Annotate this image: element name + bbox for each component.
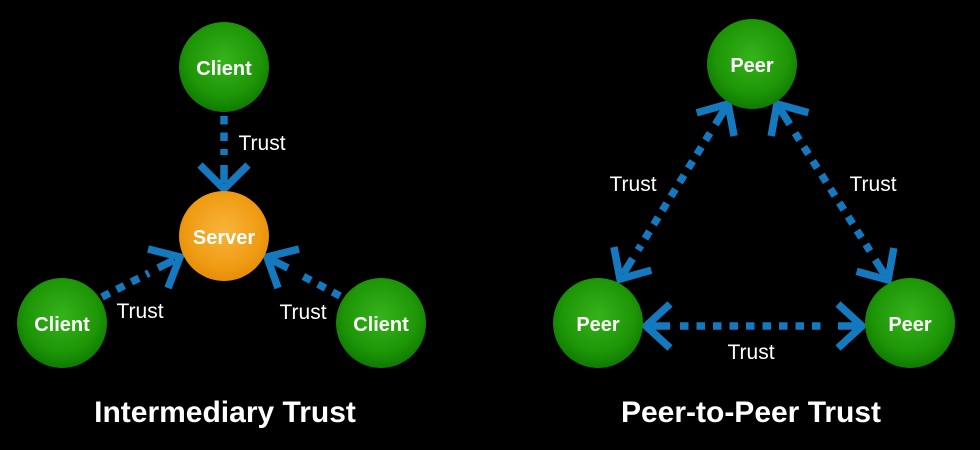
- peer-to-peer-trust-title: Peer-to-Peer Trust: [621, 396, 881, 429]
- client-top-circle: [179, 22, 269, 112]
- peer-top-circle: [707, 19, 797, 109]
- arrowhead-up-icon: [767, 99, 810, 137]
- dashed-line: [295, 269, 342, 300]
- peer-bottom-right-node: Peer: [865, 278, 955, 368]
- client-bottom-left-node: Client: [17, 278, 107, 368]
- trust-label-top-client-to-server: Trust: [238, 132, 285, 155]
- peer-bottom-left-node: Peer: [553, 278, 643, 368]
- arrowhead-down-icon: [855, 247, 898, 285]
- trust-arrow-bottom-right-client-to-server: [262, 245, 342, 300]
- trust-label-bottom-edge: Trust: [727, 341, 774, 364]
- trust-arrow-bottom-peers: [640, 301, 868, 351]
- trust-label-bottom-left-client-to-server: Trust: [116, 300, 163, 323]
- arrowhead-stub: [270, 256, 290, 272]
- arrowhead-stub-bottom: [872, 257, 888, 277]
- dashed-line: [100, 269, 151, 301]
- arrowhead-stub-top: [712, 107, 728, 127]
- arrowhead-right-icon: [835, 301, 868, 351]
- arrowhead-down-icon: [610, 246, 653, 284]
- arrowhead-up-right-icon: [147, 245, 186, 290]
- peer-bottom-right-label: Peer: [888, 314, 932, 336]
- arrowhead-down-icon: [197, 162, 251, 195]
- server-label: Server: [193, 227, 255, 249]
- arrowhead-left-icon: [640, 301, 673, 351]
- intermediary-trust-title: Intermediary Trust: [94, 396, 356, 429]
- arrowhead-stub: [156, 256, 176, 272]
- client-top-node: Client: [179, 22, 269, 112]
- trust-arrow-top-peer-bottom-left-peer: [610, 99, 738, 284]
- server-node: Server: [179, 191, 269, 281]
- client-bottom-right-circle: [336, 278, 426, 368]
- trust-label-top-right-edge: Trust: [849, 173, 896, 196]
- arrowhead-stub-top: [777, 107, 793, 127]
- peer-to-peer-trust-diagram: Trust Trust Trust Peer: [553, 19, 955, 429]
- client-bottom-left-circle: [17, 278, 107, 368]
- client-bottom-right-label: Client: [353, 314, 409, 336]
- trust-label-bottom-right-client-to-server: Trust: [279, 301, 326, 324]
- server-circle: [179, 191, 269, 281]
- dashed-line: [791, 130, 874, 254]
- arrowhead-stub-bottom: [620, 256, 636, 276]
- intermediary-trust-diagram: Trust Trust Trust Client S: [17, 22, 426, 429]
- client-bottom-right-node: Client: [336, 278, 426, 368]
- peer-top-label: Peer: [730, 55, 774, 77]
- peer-bottom-left-circle: [553, 278, 643, 368]
- arrowhead-up-icon: [695, 99, 738, 137]
- client-bottom-left-label: Client: [34, 314, 90, 336]
- peer-bottom-left-label: Peer: [576, 314, 620, 336]
- trust-label-top-left-edge: Trust: [609, 173, 656, 196]
- peer-top-node: Peer: [707, 19, 797, 109]
- dashed-line: [634, 131, 714, 252]
- arrowhead-up-left-icon: [262, 245, 300, 290]
- trust-arrow-top-peer-bottom-right-peer: [767, 99, 898, 285]
- trust-arrow-bottom-left-client-to-server: [100, 245, 186, 301]
- trust-arrow-top-client-to-server: [197, 116, 251, 195]
- peer-bottom-right-circle: [865, 278, 955, 368]
- client-top-label: Client: [196, 58, 252, 80]
